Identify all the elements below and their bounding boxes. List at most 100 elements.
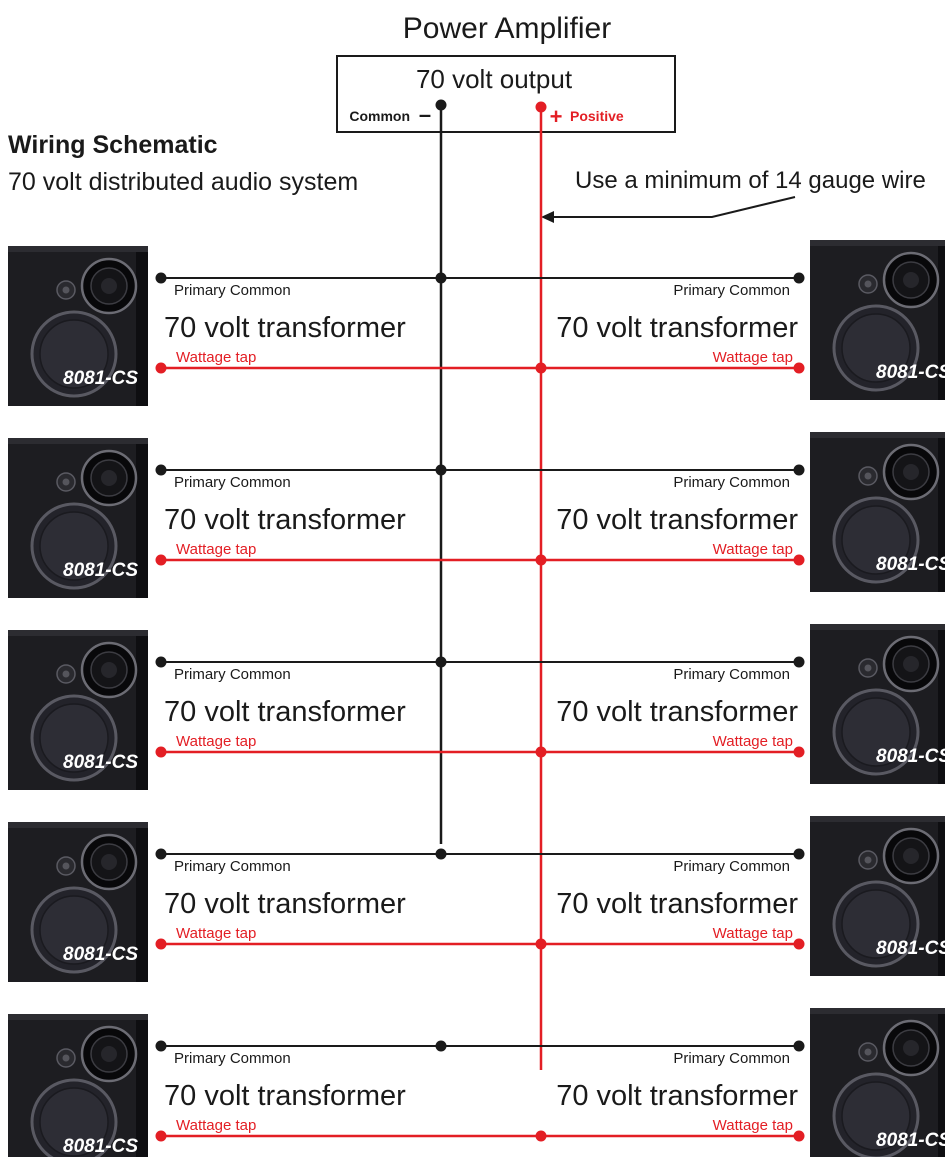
wire-note-arrowhead <box>541 211 554 223</box>
speaker-model-label: 8081-CS <box>63 752 138 773</box>
common-right-node <box>793 1040 805 1052</box>
speaker-right: 8081-CS <box>810 816 945 976</box>
common-right-node <box>793 848 805 860</box>
right-wattage-tap-label: Wattage tap <box>713 733 793 750</box>
tap-left-node <box>155 938 167 950</box>
left-transformer-label: 70 volt transformer <box>164 696 406 728</box>
common-bus-node <box>435 656 447 668</box>
common-right-node <box>793 464 805 476</box>
left-primary-common-label: Primary Common <box>174 282 291 299</box>
positive-bus-node <box>535 1130 547 1142</box>
common-bus-node <box>435 1040 447 1052</box>
left-primary-common-label: Primary Common <box>174 474 291 491</box>
speaker-row: Primary Common 70 volt transformerWattage… <box>155 464 805 566</box>
positive-bus-node <box>535 746 547 758</box>
speaker-model-label: 8081-CS <box>876 554 945 575</box>
right-primary-common-label: Primary Common <box>673 474 790 491</box>
speaker-cabinet-graphic: 8081-CS <box>8 246 148 406</box>
positive-bus-node <box>535 938 547 950</box>
speaker-cabinet-graphic: 8081-CS <box>8 1014 148 1157</box>
right-transformer-label: 70 volt transformer <box>556 888 798 920</box>
right-wattage-tap-label: Wattage tap <box>713 1117 793 1134</box>
tap-right-node <box>793 938 805 950</box>
right-wattage-tap-label: Wattage tap <box>713 925 793 942</box>
positive-bus-node <box>535 362 547 374</box>
left-primary-common-label: Primary Common <box>174 1050 291 1067</box>
common-output-terminal <box>435 99 447 111</box>
tap-left-node <box>155 1130 167 1142</box>
speaker-left: 8081-CS <box>8 822 148 982</box>
common-left-node <box>155 656 167 668</box>
speaker-row: Primary Common 70 volt transformerWattage… <box>155 656 805 758</box>
right-transformer-label: 70 volt transformer <box>556 312 798 344</box>
speaker-cabinet-graphic: 8081-CS <box>810 432 945 592</box>
right-primary-common-label: Primary Common <box>673 666 790 683</box>
amplifier-title: Power Amplifier <box>403 12 611 45</box>
speaker-right: 8081-CS <box>810 240 945 400</box>
amplifier-output-label: 70 volt output <box>416 64 573 94</box>
tap-left-node <box>155 554 167 566</box>
speaker-row: Primary Common 70 volt transformerWattage… <box>155 272 805 374</box>
tap-right-node <box>793 362 805 374</box>
right-transformer-label: 70 volt transformer <box>556 1080 798 1112</box>
speaker-model-label: 8081-CS <box>63 368 138 389</box>
tap-right-node <box>793 554 805 566</box>
positive-terminal-label: Positive <box>570 108 624 124</box>
left-primary-common-label: Primary Common <box>174 666 291 683</box>
common-terminal-label: Common <box>349 108 410 124</box>
right-wattage-tap-label: Wattage tap <box>713 541 793 558</box>
speaker-model-label: 8081-CS <box>876 362 945 383</box>
amplifier-box <box>336 55 676 133</box>
schematic-subtitle: 70 volt distributed audio system <box>8 168 358 196</box>
tap-left-node <box>155 746 167 758</box>
left-transformer-label: 70 volt transformer <box>164 504 406 536</box>
speaker-model-label: 8081-CS <box>876 1130 945 1151</box>
speaker-cabinet-graphic: 8081-CS <box>8 822 148 982</box>
common-right-node <box>793 272 805 284</box>
speaker-left: 8081-CS <box>8 438 148 598</box>
speaker-right: 8081-CS <box>810 432 945 592</box>
speaker-model-label: 8081-CS <box>63 1136 138 1157</box>
speaker-right: 8081-CS <box>810 624 945 784</box>
left-wattage-tap-label: Wattage tap <box>176 541 256 558</box>
common-bus-node <box>435 464 447 476</box>
right-primary-common-label: Primary Common <box>673 1050 790 1067</box>
left-transformer-label: 70 volt transformer <box>164 312 406 344</box>
right-wattage-tap-label: Wattage tap <box>713 349 793 366</box>
positive-bus-node <box>535 554 547 566</box>
left-wattage-tap-label: Wattage tap <box>176 925 256 942</box>
tap-right-node <box>793 1130 805 1142</box>
speaker-row: Primary Common 70 volt transformerWattage… <box>155 848 805 950</box>
schematic-title: Wiring Schematic <box>8 131 218 159</box>
speaker-left: 8081-CS <box>8 246 148 406</box>
speaker-model-label: 8081-CS <box>63 560 138 581</box>
common-bus-node <box>435 848 447 860</box>
positive-output-terminal <box>535 101 547 113</box>
left-transformer-label: 70 volt transformer <box>164 888 406 920</box>
wire-gauge-note: Use a minimum of 14 gauge wire <box>575 167 926 194</box>
left-wattage-tap-label: Wattage tap <box>176 1117 256 1134</box>
tap-left-node <box>155 362 167 374</box>
left-transformer-label: 70 volt transformer <box>164 1080 406 1112</box>
common-left-node <box>155 848 167 860</box>
left-primary-common-label: Primary Common <box>174 858 291 875</box>
speaker-cabinet-graphic: 8081-CS <box>810 624 945 784</box>
common-left-node <box>155 1040 167 1052</box>
speaker-model-label: 8081-CS <box>876 746 945 767</box>
speaker-model-label: 8081-CS <box>63 944 138 965</box>
speaker-cabinet-graphic: 8081-CS <box>810 816 945 976</box>
left-wattage-tap-label: Wattage tap <box>176 349 256 366</box>
common-bus-node <box>435 272 447 284</box>
common-terminal-symbol: – <box>419 102 431 127</box>
right-transformer-label: 70 volt transformer <box>556 504 798 536</box>
common-left-node <box>155 272 167 284</box>
right-transformer-label: 70 volt transformer <box>556 696 798 728</box>
speaker-right: 8081-CS <box>810 1008 945 1157</box>
speaker-cabinet-graphic: 8081-CS <box>810 1008 945 1157</box>
speaker-model-label: 8081-CS <box>876 938 945 959</box>
right-primary-common-label: Primary Common <box>673 282 790 299</box>
